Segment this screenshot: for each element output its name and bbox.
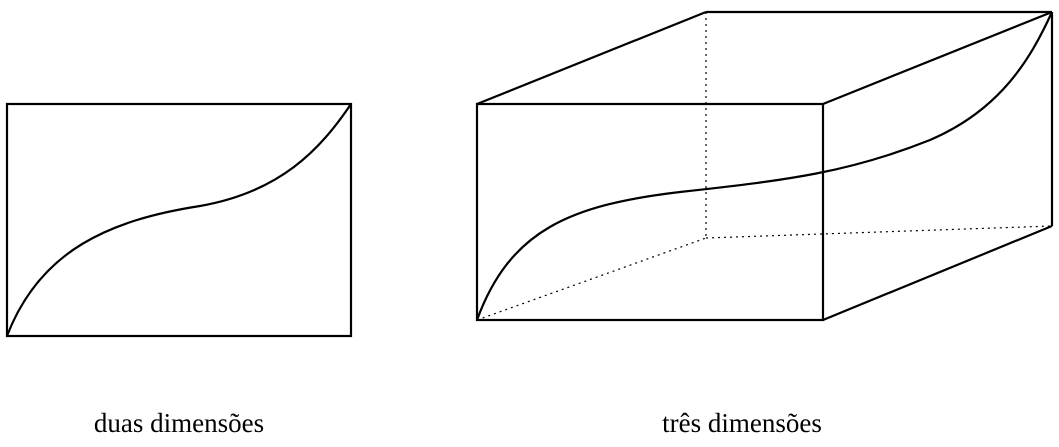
three-d-hidden-edge-diagonal [476,237,707,321]
three-d-bottom-right-edge [822,224,1053,322]
two-d-curve [5,103,352,337]
three-d-hidden-edge-back-bottom [705,225,1053,239]
two-d-bounding-square [5,102,353,338]
three-d-curve [475,11,1053,321]
caption-two-dimensions: duas dimensões [93,408,265,438]
two-dimensional-diagram [5,102,353,338]
three-d-top-left-edge [476,10,707,106]
caption-three-dimensions: três dimensões [662,408,822,438]
three-d-top-right-edge [822,10,1053,106]
three-dimensional-diagram [475,10,1054,322]
three-d-front-face [475,102,825,322]
